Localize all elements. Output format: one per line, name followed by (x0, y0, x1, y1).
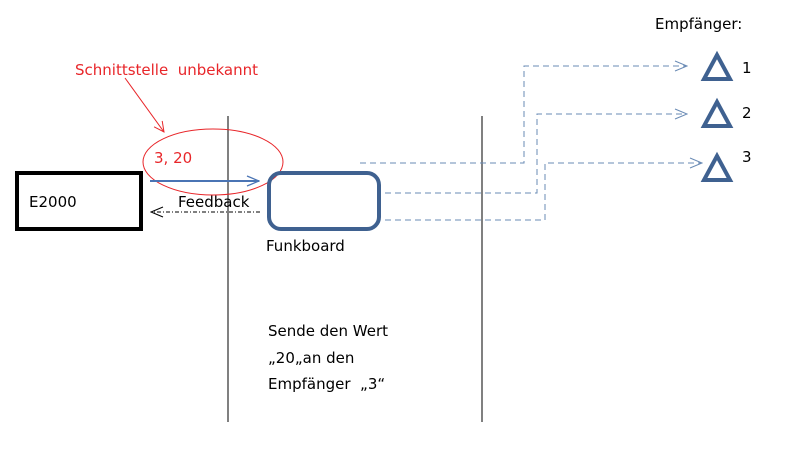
interface-unknown-label: Schnittstelle unbekannt (75, 61, 258, 79)
link-receiver-3 (385, 163, 702, 221)
interface-ellipse (142, 128, 284, 196)
e2000-label: E2000 (29, 193, 77, 211)
receiver-2-icon (700, 97, 734, 128)
annotation-pointer (124, 77, 164, 132)
receiver-1-icon (700, 50, 734, 81)
receiver-3-label: 3 (742, 148, 752, 166)
note-line-3: Empfänger „3“ (268, 375, 385, 393)
link-receiver-1 (360, 66, 687, 164)
receiver-2-label: 2 (742, 104, 752, 122)
feedback-label: Feedback (178, 193, 250, 211)
receiver-1-label: 1 (742, 59, 752, 77)
receivers-title: Empfänger: (655, 15, 742, 33)
e2000-box (15, 171, 143, 231)
note-line-2: „20„an den (268, 349, 354, 367)
funkboard-box (267, 171, 381, 231)
receiver-3-icon (700, 151, 734, 182)
note-line-1: Sende den Wert (268, 322, 388, 340)
message-value: 3, 20 (154, 149, 192, 167)
link-receiver-2 (385, 114, 687, 194)
funkboard-label: Funkboard (266, 237, 345, 255)
